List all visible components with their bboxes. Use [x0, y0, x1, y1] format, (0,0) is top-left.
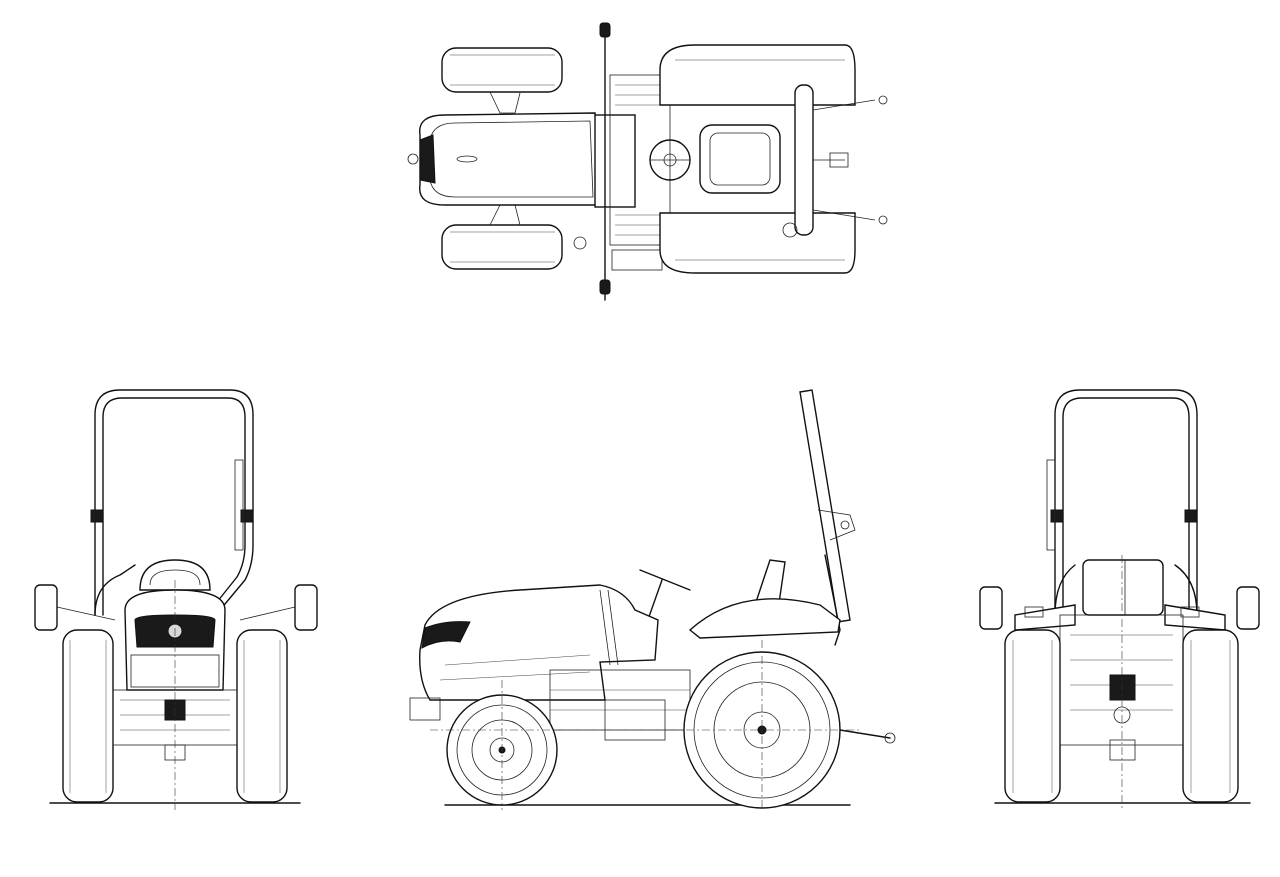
tractor-top-view-icon [407, 22, 888, 301]
front-left-wheel [62, 629, 114, 803]
front-view [25, 385, 325, 815]
front-right-tire [441, 224, 563, 270]
rear-fender-side [688, 598, 841, 639]
front-right-wheel [236, 629, 288, 803]
front-left-tire [441, 47, 563, 93]
tractor-side-view-icon [409, 389, 896, 810]
right-fender [659, 212, 856, 274]
hood-side [419, 584, 659, 701]
hood [419, 112, 601, 206]
left-mirror [34, 584, 58, 631]
cowl [594, 114, 636, 208]
left-fender [659, 44, 856, 106]
rear-view [975, 385, 1265, 815]
tractor-rear-view-icon [979, 389, 1260, 810]
top-view [405, 15, 905, 315]
tractor-front-view-icon [34, 389, 318, 810]
seat-top [699, 124, 781, 194]
rear-tank [1082, 559, 1164, 616]
rops-side [799, 389, 851, 623]
right-mirror [294, 584, 318, 631]
side-view [400, 380, 905, 820]
